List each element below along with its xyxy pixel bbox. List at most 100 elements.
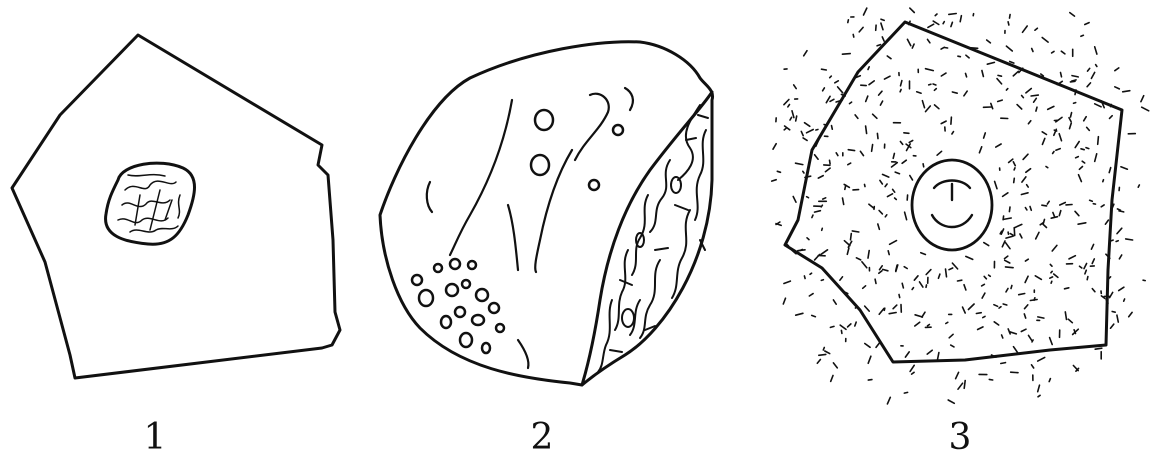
stipple-mark: [905, 212, 907, 220]
stipple-mark: [864, 8, 867, 15]
stipple-mark: [935, 14, 937, 16]
stipple-mark: [887, 56, 891, 59]
stipple-mark: [938, 274, 940, 278]
stipple-mark: [792, 111, 794, 118]
stipple-mark: [1003, 304, 1007, 305]
stipple-mark: [1024, 314, 1025, 318]
stipple-mark: [865, 306, 870, 311]
stipple-mark: [899, 295, 900, 298]
stipple-mark: [904, 133, 909, 134]
stipple-mark: [1006, 243, 1010, 249]
stipple-mark: [812, 215, 813, 218]
stipple-mark: [941, 73, 946, 76]
stipple-mark: [1026, 89, 1031, 93]
stipple-mark: [1071, 113, 1072, 117]
stipple-mark: [1026, 169, 1031, 173]
stipple-mark: [964, 285, 966, 290]
stipple-mark: [1032, 365, 1034, 368]
stipple-mark: [984, 243, 989, 246]
stipple-mark: [1085, 23, 1089, 25]
stipple-mark: [1052, 245, 1057, 251]
stipple-mark: [1042, 132, 1046, 135]
stipple-mark: [1142, 107, 1149, 111]
stipple-mark: [1088, 68, 1090, 71]
stipple-mark: [885, 184, 887, 187]
stipple-mark: [1129, 312, 1132, 316]
stipple-mark: [784, 281, 791, 283]
stipple-mark: [1006, 236, 1013, 238]
stipple-mark: [1105, 220, 1108, 224]
stipple-mark: [1014, 228, 1015, 236]
stipple-mark: [831, 376, 833, 382]
stipple-mark: [788, 105, 790, 107]
cell-3-stipple: [772, 8, 1149, 404]
stipple-mark: [1025, 208, 1027, 210]
stipple-mark: [823, 348, 824, 351]
stipple-mark: [807, 238, 809, 240]
stipple-mark: [869, 81, 874, 85]
stipple-mark: [1109, 168, 1111, 173]
stipple-mark: [1116, 241, 1118, 242]
stipple-mark: [1084, 264, 1087, 269]
stipple-mark: [1032, 340, 1033, 342]
stipple-mark: [904, 267, 907, 269]
stipple-mark: [1032, 49, 1033, 52]
stipple-mark: [987, 62, 994, 64]
stipple-mark: [809, 294, 813, 296]
stipple-mark: [989, 379, 992, 380]
stipple-mark: [773, 144, 776, 150]
cell-2-surface-lines: [427, 88, 633, 368]
stipple-mark: [812, 315, 816, 316]
stipple-mark: [784, 128, 786, 130]
stipple-mark: [912, 44, 914, 48]
stipple-mark: [905, 352, 909, 357]
stipple-mark: [1052, 51, 1054, 53]
stipple-mark: [807, 197, 809, 198]
stipple-mark: [772, 180, 777, 181]
stipple-mark: [1010, 62, 1014, 64]
stipple-mark: [1054, 274, 1058, 277]
stipple-mark: [1141, 96, 1144, 102]
stipple-mark: [895, 198, 897, 200]
stipple-mark: [815, 255, 820, 260]
stipple-mark: [815, 155, 819, 160]
stipple-mark: [1035, 28, 1038, 30]
stipple-mark: [998, 100, 1003, 101]
stipple-mark: [1049, 379, 1050, 382]
stipple-mark: [912, 288, 913, 290]
stipple-mark: [833, 300, 836, 304]
stipple-mark: [912, 372, 915, 374]
stipple-mark: [851, 234, 852, 240]
stipple-mark: [877, 45, 880, 46]
stipple-mark: [823, 198, 826, 199]
stipple-mark: [1027, 185, 1029, 187]
stipple-mark: [1101, 205, 1104, 207]
stipple-mark: [784, 100, 789, 105]
stipple-mark: [949, 14, 956, 15]
stipple-mark: [825, 168, 830, 172]
stipple-mark: [1010, 234, 1013, 236]
stipple-mark: [801, 131, 803, 135]
stipple-mark: [1014, 168, 1015, 170]
stipple-mark: [963, 307, 966, 313]
stipple-mark: [920, 282, 923, 287]
stipple-mark: [1003, 216, 1004, 220]
stipple-mark: [915, 315, 922, 317]
stipple-mark: [859, 27, 863, 32]
stipple-mark: [830, 160, 831, 164]
stipple-mark: [888, 251, 889, 255]
stipple-mark: [951, 22, 953, 26]
stipple-mark: [1038, 395, 1040, 397]
stipple-mark: [1059, 134, 1061, 141]
stipple-mark: [1095, 348, 1102, 349]
stipple-mark: [1091, 244, 1093, 249]
stipple-mark: [1112, 312, 1115, 313]
stipple-mark: [1095, 154, 1097, 162]
stipple-mark: [1069, 118, 1071, 122]
stipple-mark: [946, 322, 948, 323]
stipple-mark: [848, 324, 851, 327]
stipple-mark: [937, 151, 942, 155]
stipple-mark: [1126, 239, 1133, 240]
stipple-mark: [880, 180, 883, 184]
stipple-mark: [1092, 289, 1095, 292]
